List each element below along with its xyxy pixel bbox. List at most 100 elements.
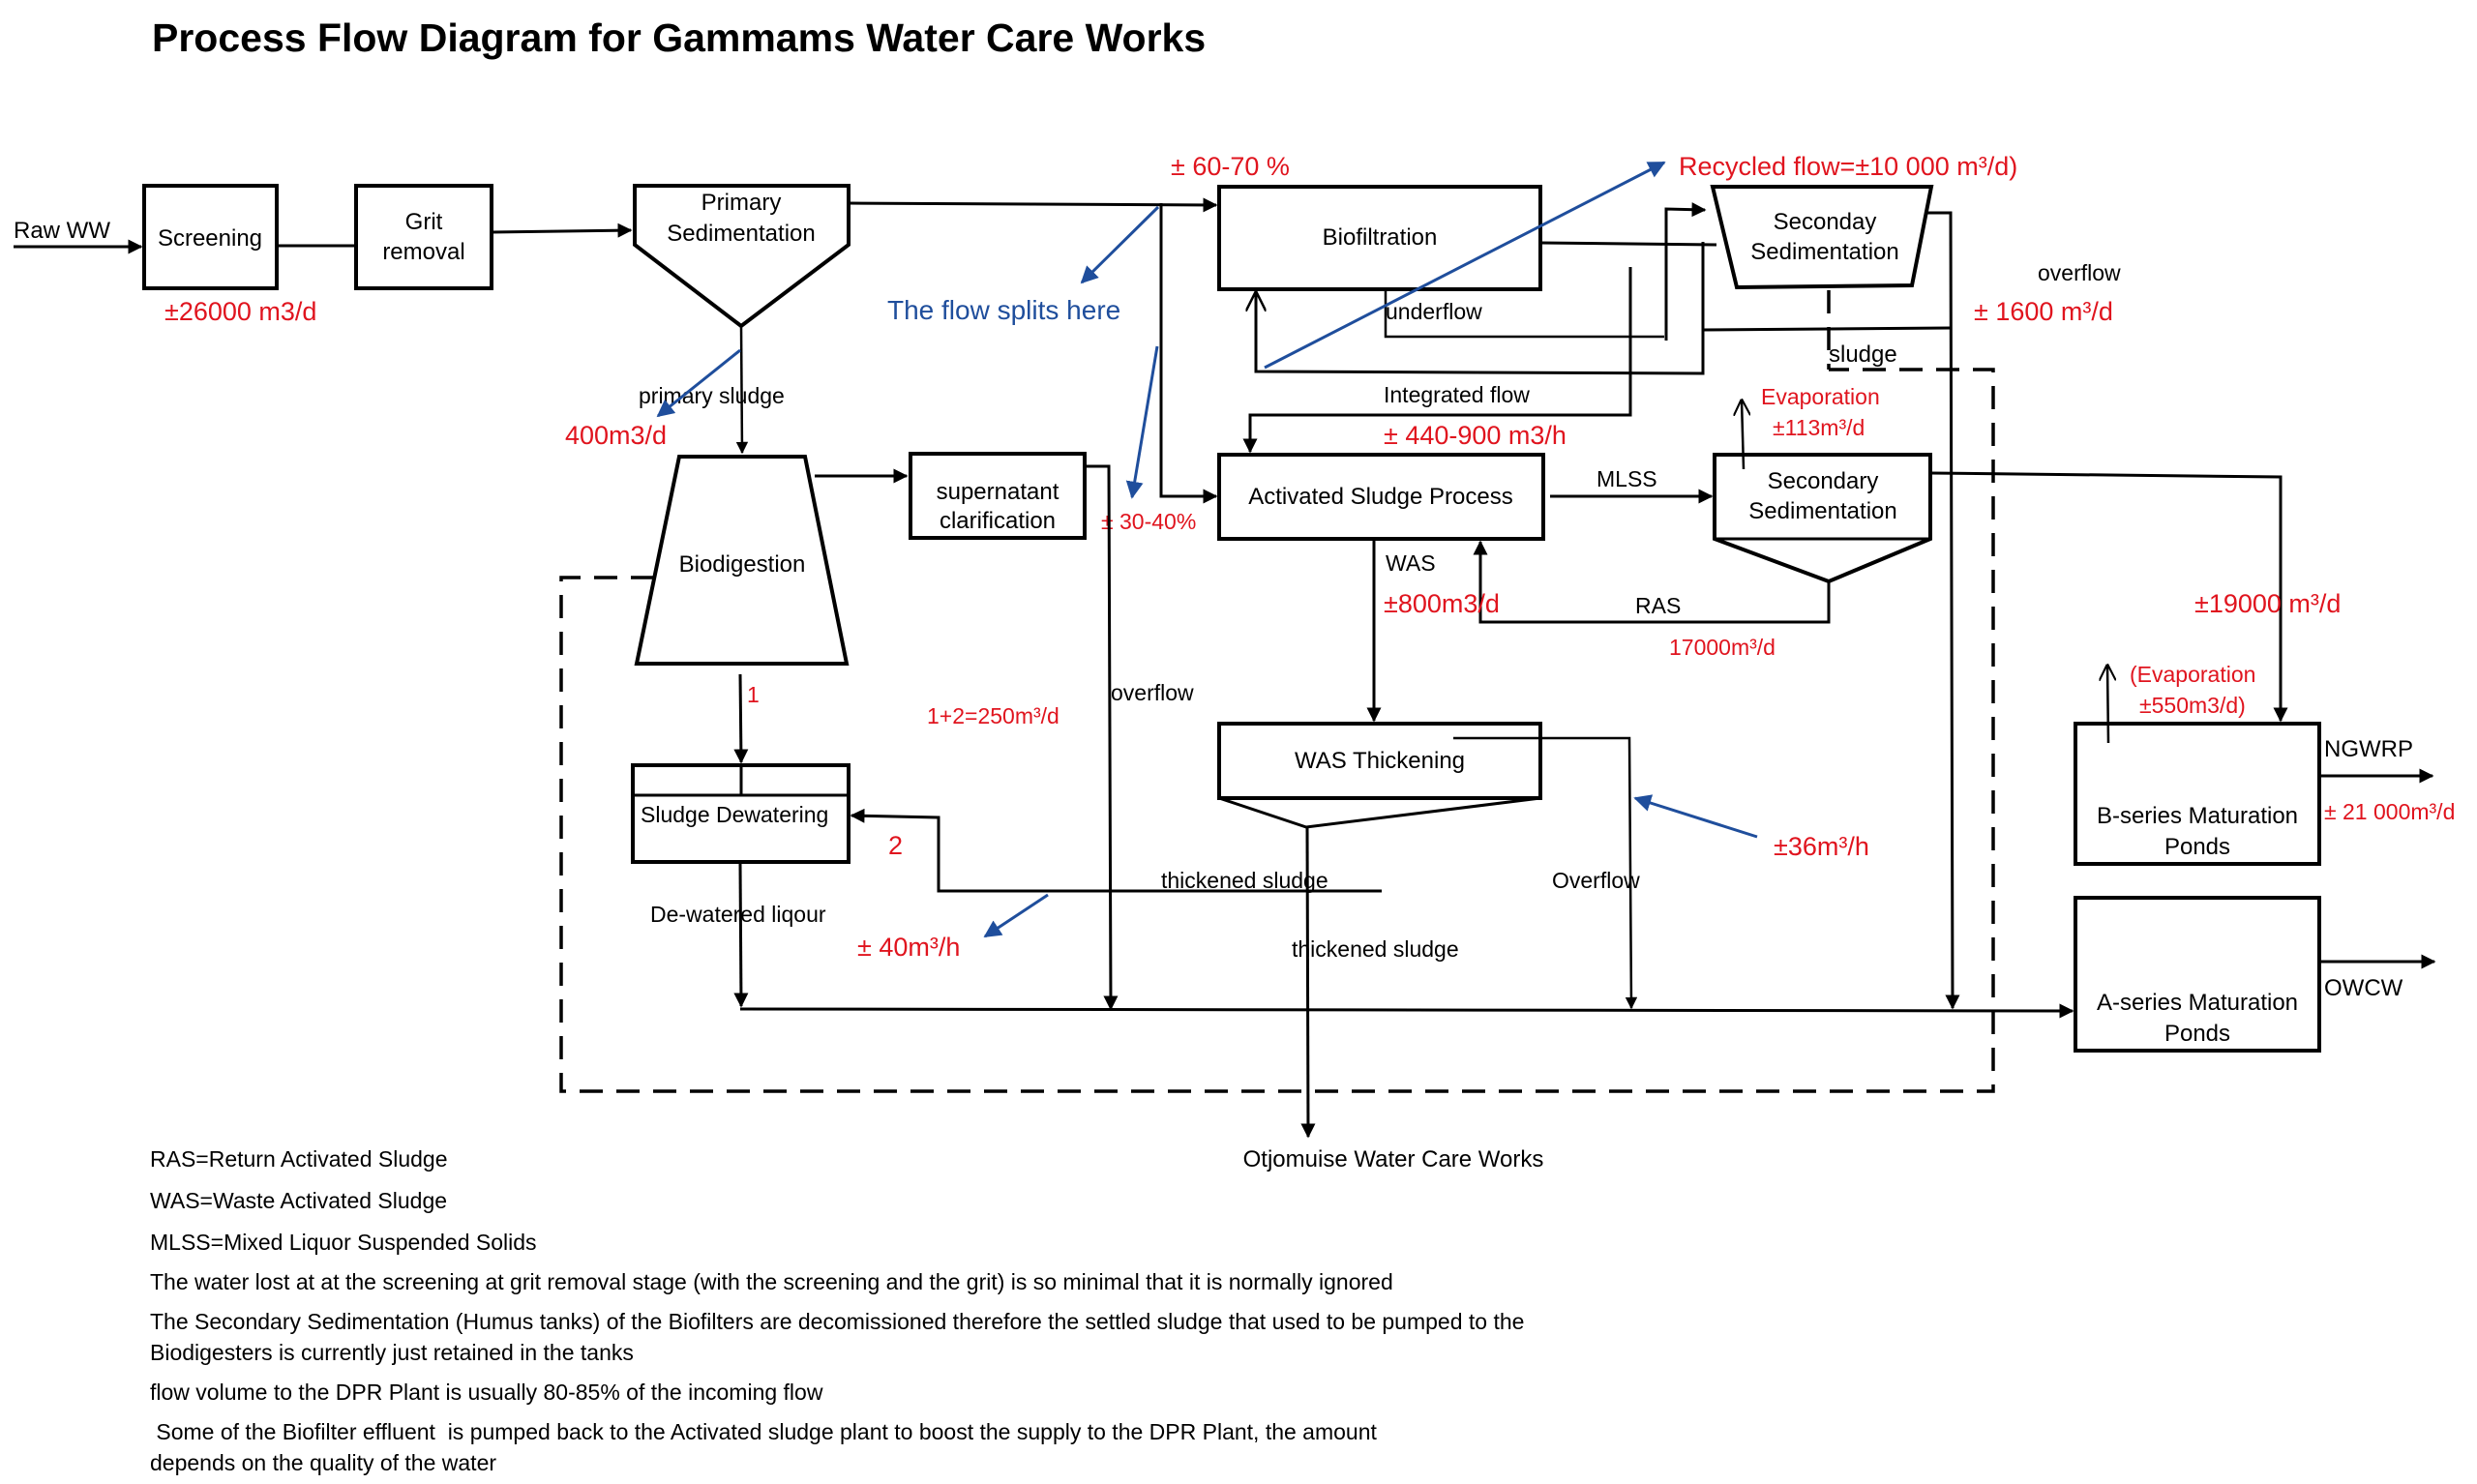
secondary-sed-label-1: Secondary — [1768, 468, 1879, 494]
sludge-label: sludge — [1829, 341, 1897, 368]
raw-ww-label: Raw WW — [14, 218, 110, 244]
note-water-loss: The water lost at at the screening at gr… — [150, 1269, 1393, 1294]
unit-was-thickening[interactable]: WAS Thickening — [1217, 722, 1542, 829]
split-annotation-arrow — [1080, 205, 1160, 284]
recirc-to-biofiltration — [1256, 242, 1705, 375]
flow-ngwrp: ± 21 000m³/d — [2324, 799, 2455, 824]
flow-split-biofilter: ± 60-70 % — [1171, 152, 1290, 181]
was-thickening-label: WAS Thickening — [1295, 748, 1465, 774]
biofiltration-label: Biofiltration — [1323, 224, 1438, 251]
unit-grit-removal[interactable]: Grit removal — [354, 184, 493, 290]
unit-biofiltration[interactable]: Biofiltration — [1217, 185, 1542, 291]
evaporation-sec-arrow — [1742, 401, 1744, 470]
primary-sludge-annotation-arrow — [656, 348, 741, 418]
unit-b-series-ponds[interactable]: B-series Maturation Ponds — [2074, 722, 2321, 866]
overflow-top-label: overflow — [2038, 260, 2121, 285]
note-humus-2: Biodigesters is currently just retained … — [150, 1340, 634, 1365]
seconday-overflow-line — [1927, 211, 1960, 1010]
secondary-to-b-series — [1929, 471, 2288, 723]
evaporation-ponds-arrow — [2107, 666, 2108, 744]
diagram-title: Process Flow Diagram for Gammams Water C… — [152, 15, 1206, 60]
seconday-sed-label-1: Seconday — [1774, 209, 1877, 235]
supernatant-overflow-line — [1085, 464, 1119, 1011]
flow-evap-ponds-1: (Evaporation — [2130, 662, 2255, 687]
dewatered-liquor-line — [733, 863, 749, 1008]
marker-2: 2 — [888, 831, 903, 860]
note-dpr-flow: flow volume to the DPR Plant is usually … — [150, 1380, 823, 1405]
seconday-sed-return — [1702, 326, 1952, 332]
unit-supernatant-clarification[interactable]: supernatant clarification — [909, 452, 1087, 540]
flow-was: ±800m3/d — [1384, 589, 1500, 618]
otjomuise-label: Otjomuise Water Care Works — [1243, 1146, 1544, 1172]
thickened-sludge-label-1: thickened sludge — [1161, 868, 1328, 893]
screening-label: Screening — [158, 225, 262, 252]
flow-dewater-sum: 1+2=250m³/d — [927, 703, 1059, 728]
split-annotation: The flow splits here — [887, 295, 1120, 325]
secondary-sed-label-2: Sedimentation — [1748, 498, 1896, 524]
main-line-to-a-series — [739, 1003, 2074, 1019]
flow-screening: ±26000 m3/d — [164, 297, 316, 326]
dewatered-liquor-label: De-watered liqour — [650, 902, 826, 927]
unit-biodigestion[interactable]: Biodigestion — [634, 455, 850, 666]
ras-line — [1473, 540, 1831, 624]
thickened-annotation-arrow — [983, 893, 1049, 938]
a-series-label-1: A-series Maturation — [2097, 990, 2298, 1016]
ras-label: RAS — [1635, 593, 1681, 618]
a-series-label-2: Ponds — [2164, 1021, 2230, 1047]
unit-a-series-ponds[interactable]: A-series Maturation Ponds — [2074, 896, 2321, 1053]
note-mlss: MLSS=Mixed Liquor Suspended Solids — [150, 1230, 537, 1255]
unit-primary-sedimentation[interactable]: Primary Sedimentation — [633, 184, 851, 329]
note-humus-1: The Secondary Sedimentation (Humus tanks… — [150, 1309, 1524, 1334]
flow-thickened: ± 40m³/h — [857, 933, 960, 962]
primary-sed-label-1: Primary — [701, 190, 782, 216]
unit-secondary-sedimentation[interactable]: Secondary Sedimentation — [1713, 453, 1932, 584]
marker-1: 1 — [747, 682, 760, 707]
note-was: WAS=Waste Activated Sludge — [150, 1188, 447, 1213]
primary-sed-label-2: Sedimentation — [667, 221, 815, 247]
overflow-mid-label: overflow — [1111, 680, 1194, 705]
primary-sludge-label: primary sludge — [639, 383, 785, 408]
integrated-flow-label: Integrated flow — [1384, 382, 1530, 407]
flow-evap-sec-2: ±113m³/d — [1773, 415, 1865, 440]
flow-split-asp: ± 30-40% — [1101, 509, 1196, 534]
was-overflow-line — [1453, 736, 1631, 1008]
flow-overflow-sec: ± 1600 m³/d — [1974, 297, 2113, 326]
sludge-boundary — [559, 368, 1995, 1093]
underflow-label: underflow — [1386, 299, 1482, 324]
grit-to-primary — [491, 223, 633, 238]
thickened-sludge-label-2: thickened sludge — [1292, 936, 1459, 962]
note-ras: RAS=Return Activated Sludge — [150, 1146, 448, 1172]
recycled-flow-arrow — [1264, 161, 1666, 370]
integrated-flow-line — [1242, 267, 1632, 454]
sludge-dewatering-label: Sludge Dewatering — [641, 802, 828, 827]
b-series-label-1: B-series Maturation — [2097, 803, 2298, 829]
biodigestion-to-dewatering — [733, 673, 749, 764]
unit-activated-sludge-process[interactable]: Activated Sludge Process — [1217, 453, 1545, 541]
flow-was-overflow: ±36m³/h — [1774, 832, 1869, 861]
split-to-asp — [1159, 203, 1218, 504]
overflow-was-label: Overflow — [1552, 868, 1640, 893]
note-biofilter-2: depends on the quality of the water — [150, 1450, 496, 1475]
thickened-sludge-to-otjomuise — [1300, 826, 1316, 1139]
unit-sludge-dewatering[interactable]: Sludge Dewatering — [631, 763, 851, 864]
flow-evap-ponds-2: ±550m3/d) — [2139, 693, 2246, 718]
flow-evap-sec-1: Evaporation — [1761, 384, 1880, 409]
flow-primary-sludge: 400m3/d — [565, 421, 667, 450]
unit-screening[interactable]: Screening — [142, 184, 279, 290]
supernatant-label-2: clarification — [940, 508, 1056, 534]
unit-seconday-sedimentation[interactable]: Seconday Sedimentation — [1710, 185, 1934, 290]
thickened-sludge-to-dewatering — [850, 808, 1382, 893]
grit-label-2: removal — [382, 239, 464, 265]
flow-to-b-series: ±19000 m³/d — [2194, 589, 2341, 618]
primary-sludge-line — [735, 325, 749, 455]
seconday-sed-label-2: Sedimentation — [1750, 239, 1898, 265]
flow-integrated: ± 440-900 m3/h — [1384, 421, 1567, 450]
was-label: WAS — [1386, 550, 1436, 576]
grit-label-1: Grit — [405, 209, 443, 235]
split-asp-annotation-arrow — [1125, 345, 1159, 499]
primary-to-biofiltration — [848, 197, 1218, 213]
b-series-label-2: Ponds — [2164, 834, 2230, 860]
ngwrp-label: NGWRP — [2324, 736, 2413, 762]
asp-label: Activated Sludge Process — [1248, 484, 1512, 510]
